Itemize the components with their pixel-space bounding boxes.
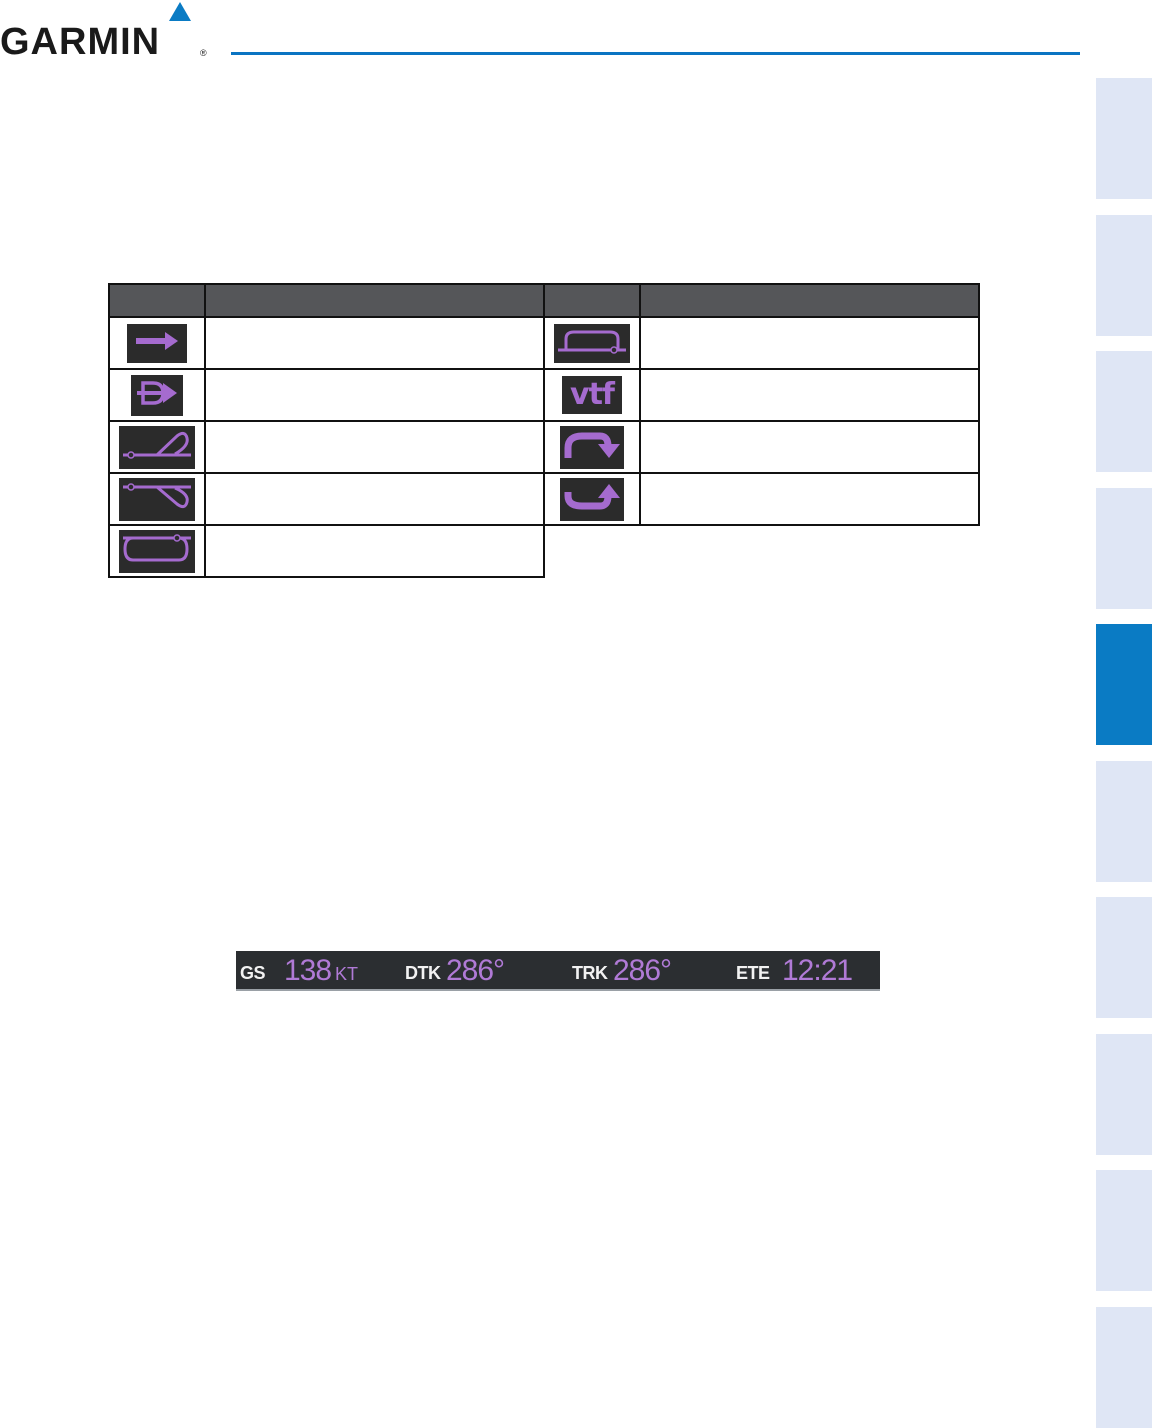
section-tab-5-active[interactable]: [1096, 624, 1152, 745]
procedure-turn-left-icon: [119, 425, 195, 469]
gs-label: GS: [240, 963, 266, 983]
symbol-description: [639, 472, 980, 526]
vtf-icon-text: vtf: [570, 377, 615, 412]
table-row: [108, 316, 980, 370]
symbol-description: [639, 316, 980, 370]
holding-pattern-icon: [554, 323, 630, 363]
ete-value: 12:21: [782, 954, 853, 987]
table-row: vtf: [108, 368, 980, 422]
turn-right-arrow-icon: [560, 425, 624, 469]
direct-to-arrow-icon: [127, 323, 187, 363]
symbol-description: [639, 420, 980, 474]
procedure-turn-right-icon: [119, 477, 195, 521]
navigation-data-bar: GS 138 KT DTK 286° TRK 286° ETE 12:21: [236, 951, 880, 991]
header-cell-symbol-2: [543, 283, 641, 318]
table-header-row: [108, 283, 980, 318]
gs-unit: KT: [335, 964, 359, 984]
symbol-description: [639, 368, 980, 422]
symbol-description: [204, 524, 545, 578]
trk-value: 286°: [613, 954, 672, 987]
turn-left-arrow-icon: [560, 477, 624, 521]
section-tab-4[interactable]: [1096, 488, 1152, 609]
header-cell-symbol: [108, 283, 206, 318]
section-tab-1[interactable]: [1096, 78, 1152, 199]
dtk-value: 286°: [446, 954, 505, 987]
logo-registered-mark: ®: [200, 48, 207, 58]
dtk-label: DTK: [405, 963, 441, 983]
section-tab-3[interactable]: [1096, 351, 1152, 472]
header-rule: [231, 52, 1080, 55]
symbol-description: [204, 420, 545, 474]
vtf-icon: vtf: [562, 376, 622, 414]
section-tab-2[interactable]: [1096, 215, 1152, 336]
section-tab-7[interactable]: [1096, 897, 1152, 1018]
table-row: [108, 420, 980, 474]
logo-triangle-icon: [169, 2, 191, 21]
symbol-description: [204, 316, 545, 370]
gs-value: 138: [284, 954, 332, 987]
trk-label: TRK: [572, 963, 608, 983]
table-row: [108, 472, 980, 526]
section-tab-6[interactable]: [1096, 761, 1152, 882]
garmin-logo: GARMIN ®: [0, 2, 215, 63]
logo-text: GARMIN: [0, 21, 161, 63]
header-cell-description-2: [639, 283, 980, 318]
direct-to-symbol-icon: [131, 374, 183, 416]
table-row: [108, 524, 979, 578]
section-tab-8[interactable]: [1096, 1034, 1152, 1155]
section-tab-9[interactable]: [1096, 1170, 1152, 1291]
symbol-description: [204, 368, 545, 422]
section-tab-10[interactable]: [1096, 1307, 1152, 1428]
racetrack-pattern-icon: [119, 529, 195, 573]
symbol-description: [204, 472, 545, 526]
flight-plan-symbol-table: vtf: [108, 283, 980, 578]
header-cell-description: [204, 283, 545, 318]
ete-label: ETE: [736, 963, 770, 983]
